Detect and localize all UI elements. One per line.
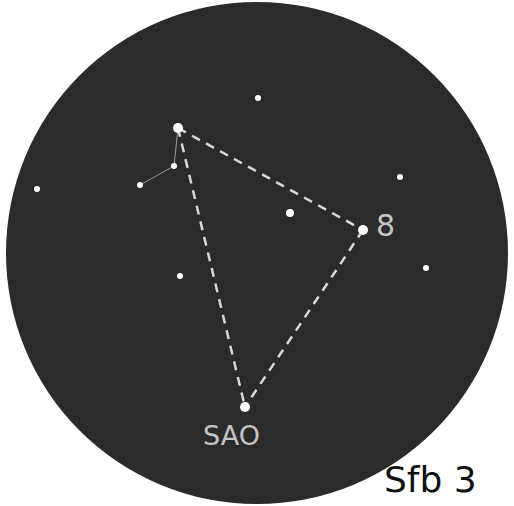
faint-lines — [140, 128, 178, 185]
star-number: 8 — [376, 211, 395, 241]
star-catalog-label: SAO — [203, 422, 260, 449]
asterism-lines — [178, 128, 363, 407]
field-of-view — [6, 2, 508, 504]
sketch-id: Sfb 3 — [384, 462, 477, 498]
stars — [34, 95, 429, 412]
